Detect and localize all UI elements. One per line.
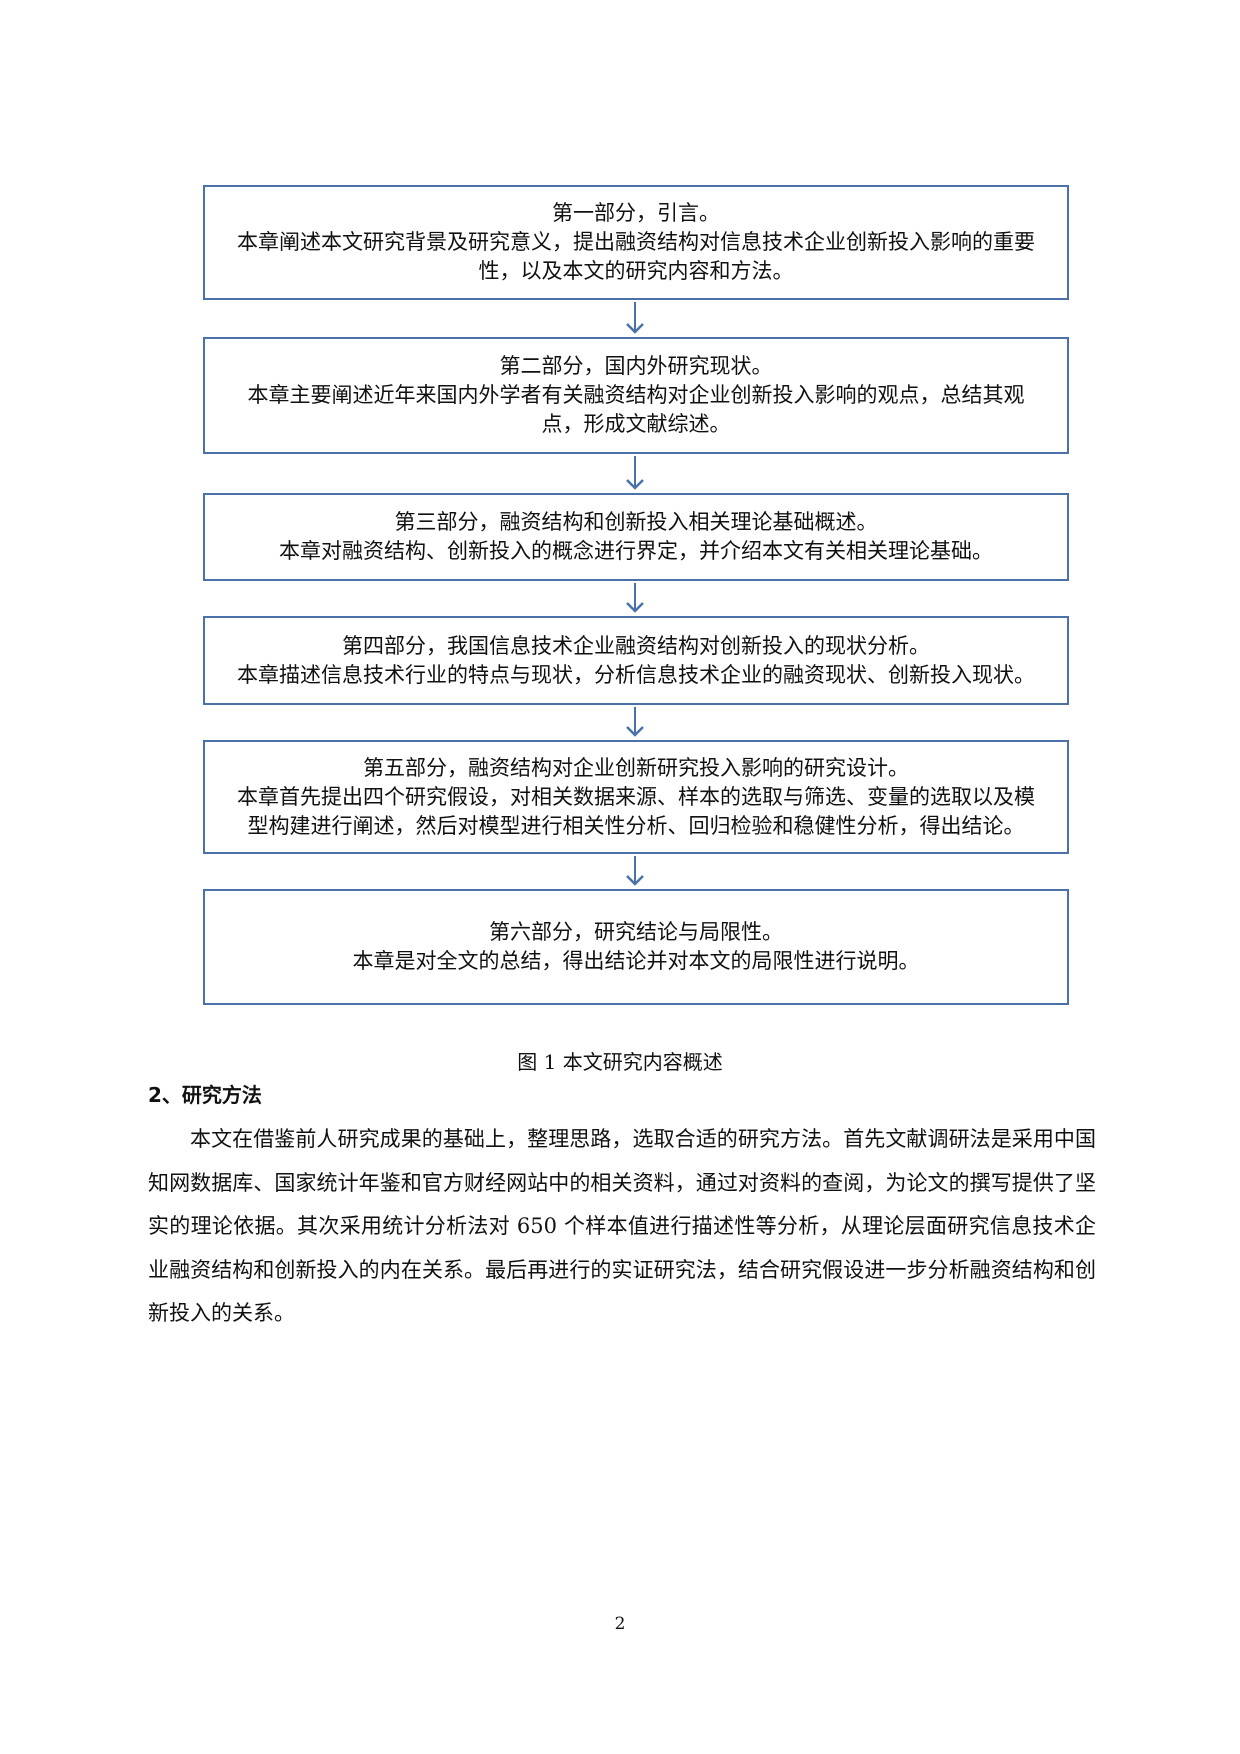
section-heading: 2、研究方法 <box>148 1083 262 1107</box>
flow-arrow-5-6 <box>620 854 650 888</box>
box-title: 第二部分，国内外研究现状。 <box>499 354 773 378</box>
page-number: 2 <box>614 1614 626 1634</box>
flowchart-box-part-6: 第六部分，研究结论与局限性。 本章是对全文的总结，得出结论并对本文的局限性进行说… <box>203 889 1069 1005</box>
flowchart-box-part-2: 第二部分，国内外研究现状。 本章主要阐述近年来国内外学者有关融资结构对企业创新投… <box>203 337 1069 454</box>
box-title: 第三部分，融资结构和创新投入相关理论基础概述。 <box>394 510 878 534</box>
box-text-line: 本章首先提出四个研究假设，对相关数据来源、样本的选取与筛选、变量的选取以及模 <box>237 784 1035 809</box>
box-title: 第四部分，我国信息技术企业融资结构对创新投入的现状分析。 <box>342 633 930 658</box>
flowchart-box-part-1: 第一部分，引言。 本章阐述本文研究背景及研究意义，提出融资结构对信息技术企业创新… <box>203 185 1069 300</box>
flowchart-box-part-5: 第五部分，融资结构对企业创新研究投入影响的研究设计。 本章首先提出四个研究假设，… <box>203 740 1069 854</box>
box-title: 第一部分，引言。 <box>552 201 720 225</box>
box-text-line: 本章是对全文的总结，得出结论并对本文的局限性进行说明。 <box>352 949 920 973</box>
box-text-line: 本章阐述本文研究背景及研究意义，提出融资结构对信息技术企业创新投入影响的重要 <box>237 230 1035 254</box>
box-text-line: 点，形成文献综述。 <box>541 412 731 436</box>
flow-arrow-3-4 <box>620 581 650 615</box>
flowchart-box-part-4: 第四部分，我国信息技术企业融资结构对创新投入的现状分析。 本章描述信息技术行业的… <box>203 616 1069 705</box>
flow-arrow-2-3 <box>620 454 650 492</box>
figure-caption: 图 1 本文研究内容概述 <box>517 1050 723 1074</box>
box-text-line: 本章描述信息技术行业的特点与现状，分析信息技术企业的融资现状、创新投入现状。 <box>237 662 1035 687</box>
flowchart-box-part-3: 第三部分，融资结构和创新投入相关理论基础概述。 本章对融资结构、创新投入的概念进… <box>203 493 1069 581</box>
box-text-line: 性，以及本文的研究内容和方法。 <box>478 259 794 283</box>
flow-arrow-4-5 <box>620 705 650 739</box>
box-text-line: 本章对融资结构、创新投入的概念进行界定，并介绍本文有关相关理论基础。 <box>279 539 993 563</box>
box-text-line: 型构建进行阐述，然后对模型进行相关性分析、回归检验和稳健性分析，得出结论。 <box>247 813 1025 838</box>
flow-arrow-1-2 <box>620 300 650 336</box>
box-text-line: 本章主要阐述近年来国内外学者有关融资结构对企业创新投入影响的观点，总结其观 <box>247 383 1025 407</box>
body-paragraph: 本文在借鉴前人研究成果的基础上，整理思路，选取合适的研究方法。首先文献调研法是采… <box>148 1127 1096 1325</box>
box-title: 第六部分，研究结论与局限性。 <box>489 920 783 944</box>
box-title: 第五部分，融资结构对企业创新研究投入影响的研究设计。 <box>363 755 909 780</box>
